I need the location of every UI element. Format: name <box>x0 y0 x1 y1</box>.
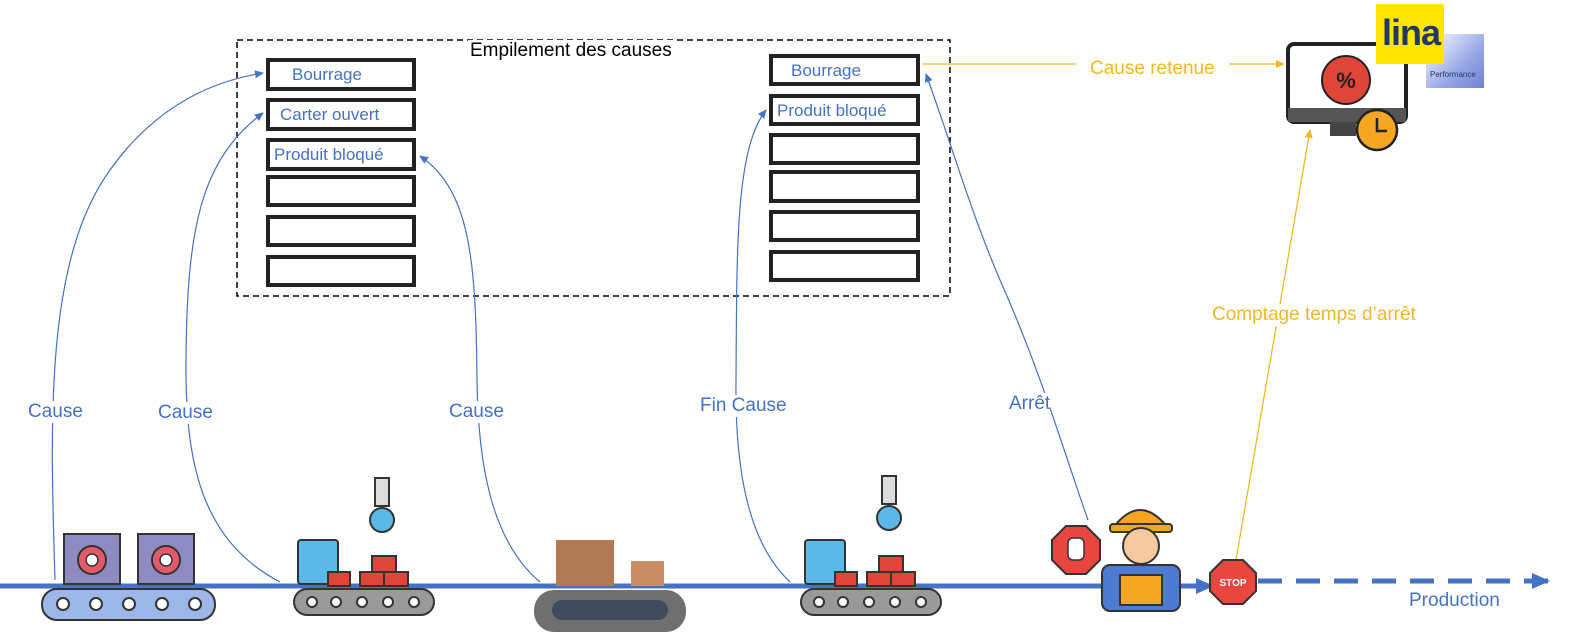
comptage-label: Comptage temps d’arrêt <box>1212 304 1416 326</box>
right-stack-slot <box>769 210 920 242</box>
stop-sign-text: STOP <box>1219 578 1246 589</box>
right-stack-slot <box>769 170 920 203</box>
cause-arrow-1 <box>51 70 264 581</box>
left-stack-item: Produit bloqué <box>274 145 384 164</box>
cause-stack-container <box>236 39 951 297</box>
logo-lina-text: lina <box>1382 12 1441 53</box>
comptage-arrow <box>1235 129 1313 561</box>
robot-arm-icon <box>293 477 435 616</box>
percent-icon: % <box>1336 68 1356 93</box>
right-stack-slot <box>769 250 920 282</box>
production-label: Production <box>1409 590 1500 611</box>
right-stack-slot <box>769 133 920 165</box>
left-stack-slot <box>266 98 416 131</box>
fin-cause-arrow <box>735 109 791 583</box>
left-stack-item: Bourrage <box>292 65 362 84</box>
left-stack <box>266 58 416 287</box>
right-stack-item: Bourrage <box>791 61 861 80</box>
cause-arrow-3 <box>419 155 541 583</box>
right-stack-item: Produit bloqué <box>777 101 887 120</box>
stop-sign-icon: STOP <box>1209 559 1257 605</box>
fin-cause-label: Fin Cause <box>700 395 787 417</box>
cause-retenue-label: Cause retenue <box>1076 58 1229 80</box>
diagram-title: Empilement des causes <box>468 40 674 62</box>
logo-performance-text: Performance <box>1430 70 1476 79</box>
arret-label: Arrêt <box>1009 393 1051 415</box>
logo-lina: lina <box>1376 4 1444 64</box>
worker-icon <box>1101 509 1181 612</box>
left-stack-item: Carter ouvert <box>280 105 380 124</box>
cause-label-1: Cause <box>28 401 83 423</box>
hand-stop-icon <box>1051 525 1101 575</box>
left-stack-slot <box>266 58 416 91</box>
robot-arm-icon-2 <box>800 475 942 616</box>
arret-arrow <box>924 73 1089 521</box>
right-stack-slot <box>769 94 920 126</box>
right-stack-slot <box>769 54 920 86</box>
cause-label-2: Cause <box>158 402 213 424</box>
left-stack-slot <box>266 138 416 171</box>
cause-arrow-2 <box>185 112 281 583</box>
left-stack-slot <box>266 255 416 287</box>
box-conveyor-icon <box>534 540 686 632</box>
cause-label-3: Cause <box>449 401 504 423</box>
right-stack <box>769 54 920 282</box>
left-stack-slot <box>266 215 416 247</box>
gear-conveyor-icon <box>41 533 216 621</box>
left-stack-slot <box>266 175 416 207</box>
